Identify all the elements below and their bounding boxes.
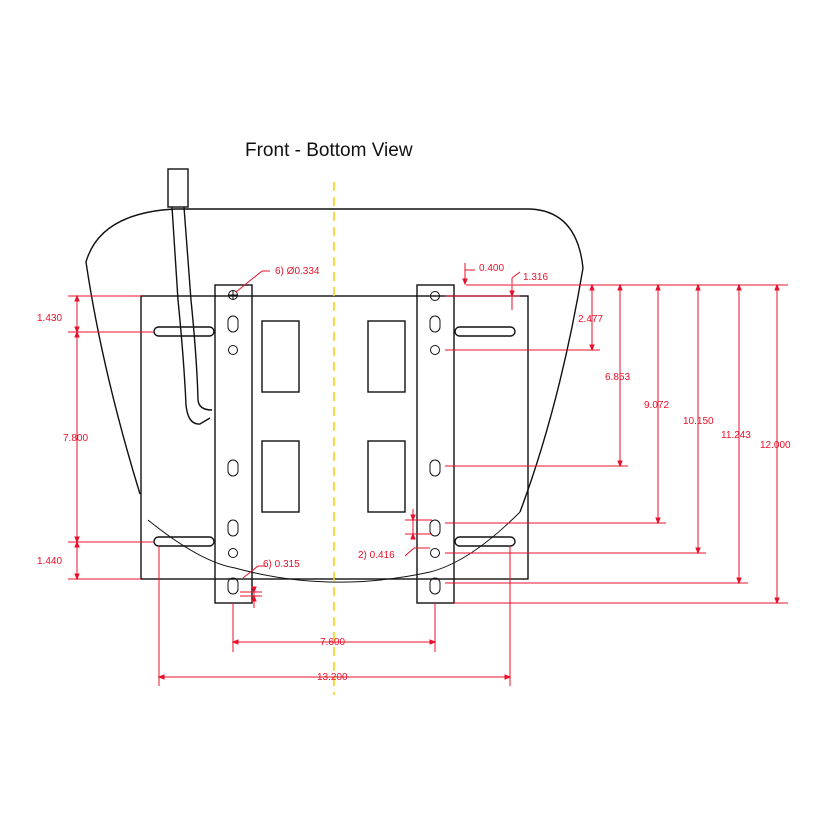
seat-front-curve: [147, 511, 521, 583]
mount-hole: [430, 291, 440, 301]
seat-cushion-outline: [85, 208, 584, 513]
dim-slot-width: 6) 0.315: [263, 559, 300, 570]
right-rail: [416, 284, 455, 604]
cable: [171, 206, 211, 425]
mount-slot: [227, 577, 239, 595]
arrowhead: [655, 517, 661, 525]
arrowhead: [462, 278, 468, 286]
dim-1430: 1.430: [37, 313, 62, 324]
mount-hole: [430, 345, 440, 355]
arrowhead: [251, 586, 257, 594]
arrowhead: [736, 577, 742, 585]
dimension-arrowheads: [74, 278, 780, 680]
arrowhead: [74, 540, 80, 548]
arrowhead: [695, 283, 701, 291]
arrowhead: [695, 547, 701, 555]
arrowhead: [231, 639, 239, 645]
mount-slot: [429, 315, 441, 333]
arrowhead: [74, 330, 80, 338]
arrowhead: [410, 532, 416, 540]
dim-7800: 7.800: [63, 433, 88, 444]
arrowhead: [504, 674, 512, 680]
arrowhead: [617, 460, 623, 468]
dim-12000: 12.000: [760, 440, 791, 451]
arrowhead: [774, 597, 780, 605]
dim-13200: 13.200: [317, 672, 348, 683]
mount-hole: [430, 548, 440, 558]
dim-slot-length: 2) 0.416: [358, 550, 395, 561]
dim-9072: 9.072: [644, 400, 669, 411]
arrowhead: [774, 283, 780, 291]
mount-hole: [228, 345, 238, 355]
cutout-lower-right: [367, 440, 406, 513]
arrowhead: [74, 536, 80, 544]
mount-slot: [429, 577, 441, 595]
dim-2477: 2.477: [578, 314, 603, 325]
left-rail: [214, 284, 253, 604]
cable-connector: [167, 168, 189, 208]
mount-slot: [227, 459, 239, 477]
arrowhead: [74, 326, 80, 334]
cutout-upper-right: [367, 320, 406, 393]
mount-slot: [429, 459, 441, 477]
arrowhead: [617, 283, 623, 291]
dim-1316: 1.316: [523, 272, 548, 283]
cutout-upper-left: [261, 320, 300, 393]
arrowhead: [251, 594, 257, 602]
arrowhead: [509, 290, 515, 298]
long-slot-lower-right: [454, 536, 516, 547]
mount-hole: [228, 548, 238, 558]
dim-11243: 11.243: [721, 430, 751, 441]
long-slot-upper-right: [454, 326, 516, 337]
drawing-title: Front - Bottom View: [245, 140, 413, 161]
mount-slot: [227, 519, 239, 537]
arrowhead: [157, 674, 165, 680]
dim-hole-diameter: 6) Ø0.334: [275, 266, 320, 277]
mount-slot: [227, 315, 239, 333]
arrowhead: [736, 283, 742, 291]
mount-slot: [429, 519, 441, 537]
arrowhead: [410, 514, 416, 522]
dim-7600: 7.600: [320, 637, 345, 648]
arrowhead: [589, 344, 595, 352]
arrowhead: [74, 294, 80, 302]
dim-0400: 0.400: [479, 263, 504, 274]
cable-inner: [183, 206, 213, 411]
dimension-lines: [68, 263, 788, 686]
arrowhead: [429, 639, 437, 645]
arrowhead: [74, 573, 80, 581]
dim-1440: 1.440: [37, 556, 62, 567]
dim-10150: 10.150: [683, 416, 714, 427]
cutout-lower-left: [261, 440, 300, 513]
long-slot-upper-left: [153, 326, 215, 337]
dim-6853: 6.853: [605, 372, 630, 383]
long-slot-lower-left: [153, 536, 215, 547]
arrowhead: [589, 283, 595, 291]
mount-hole: [228, 290, 238, 300]
arrowhead: [655, 283, 661, 291]
